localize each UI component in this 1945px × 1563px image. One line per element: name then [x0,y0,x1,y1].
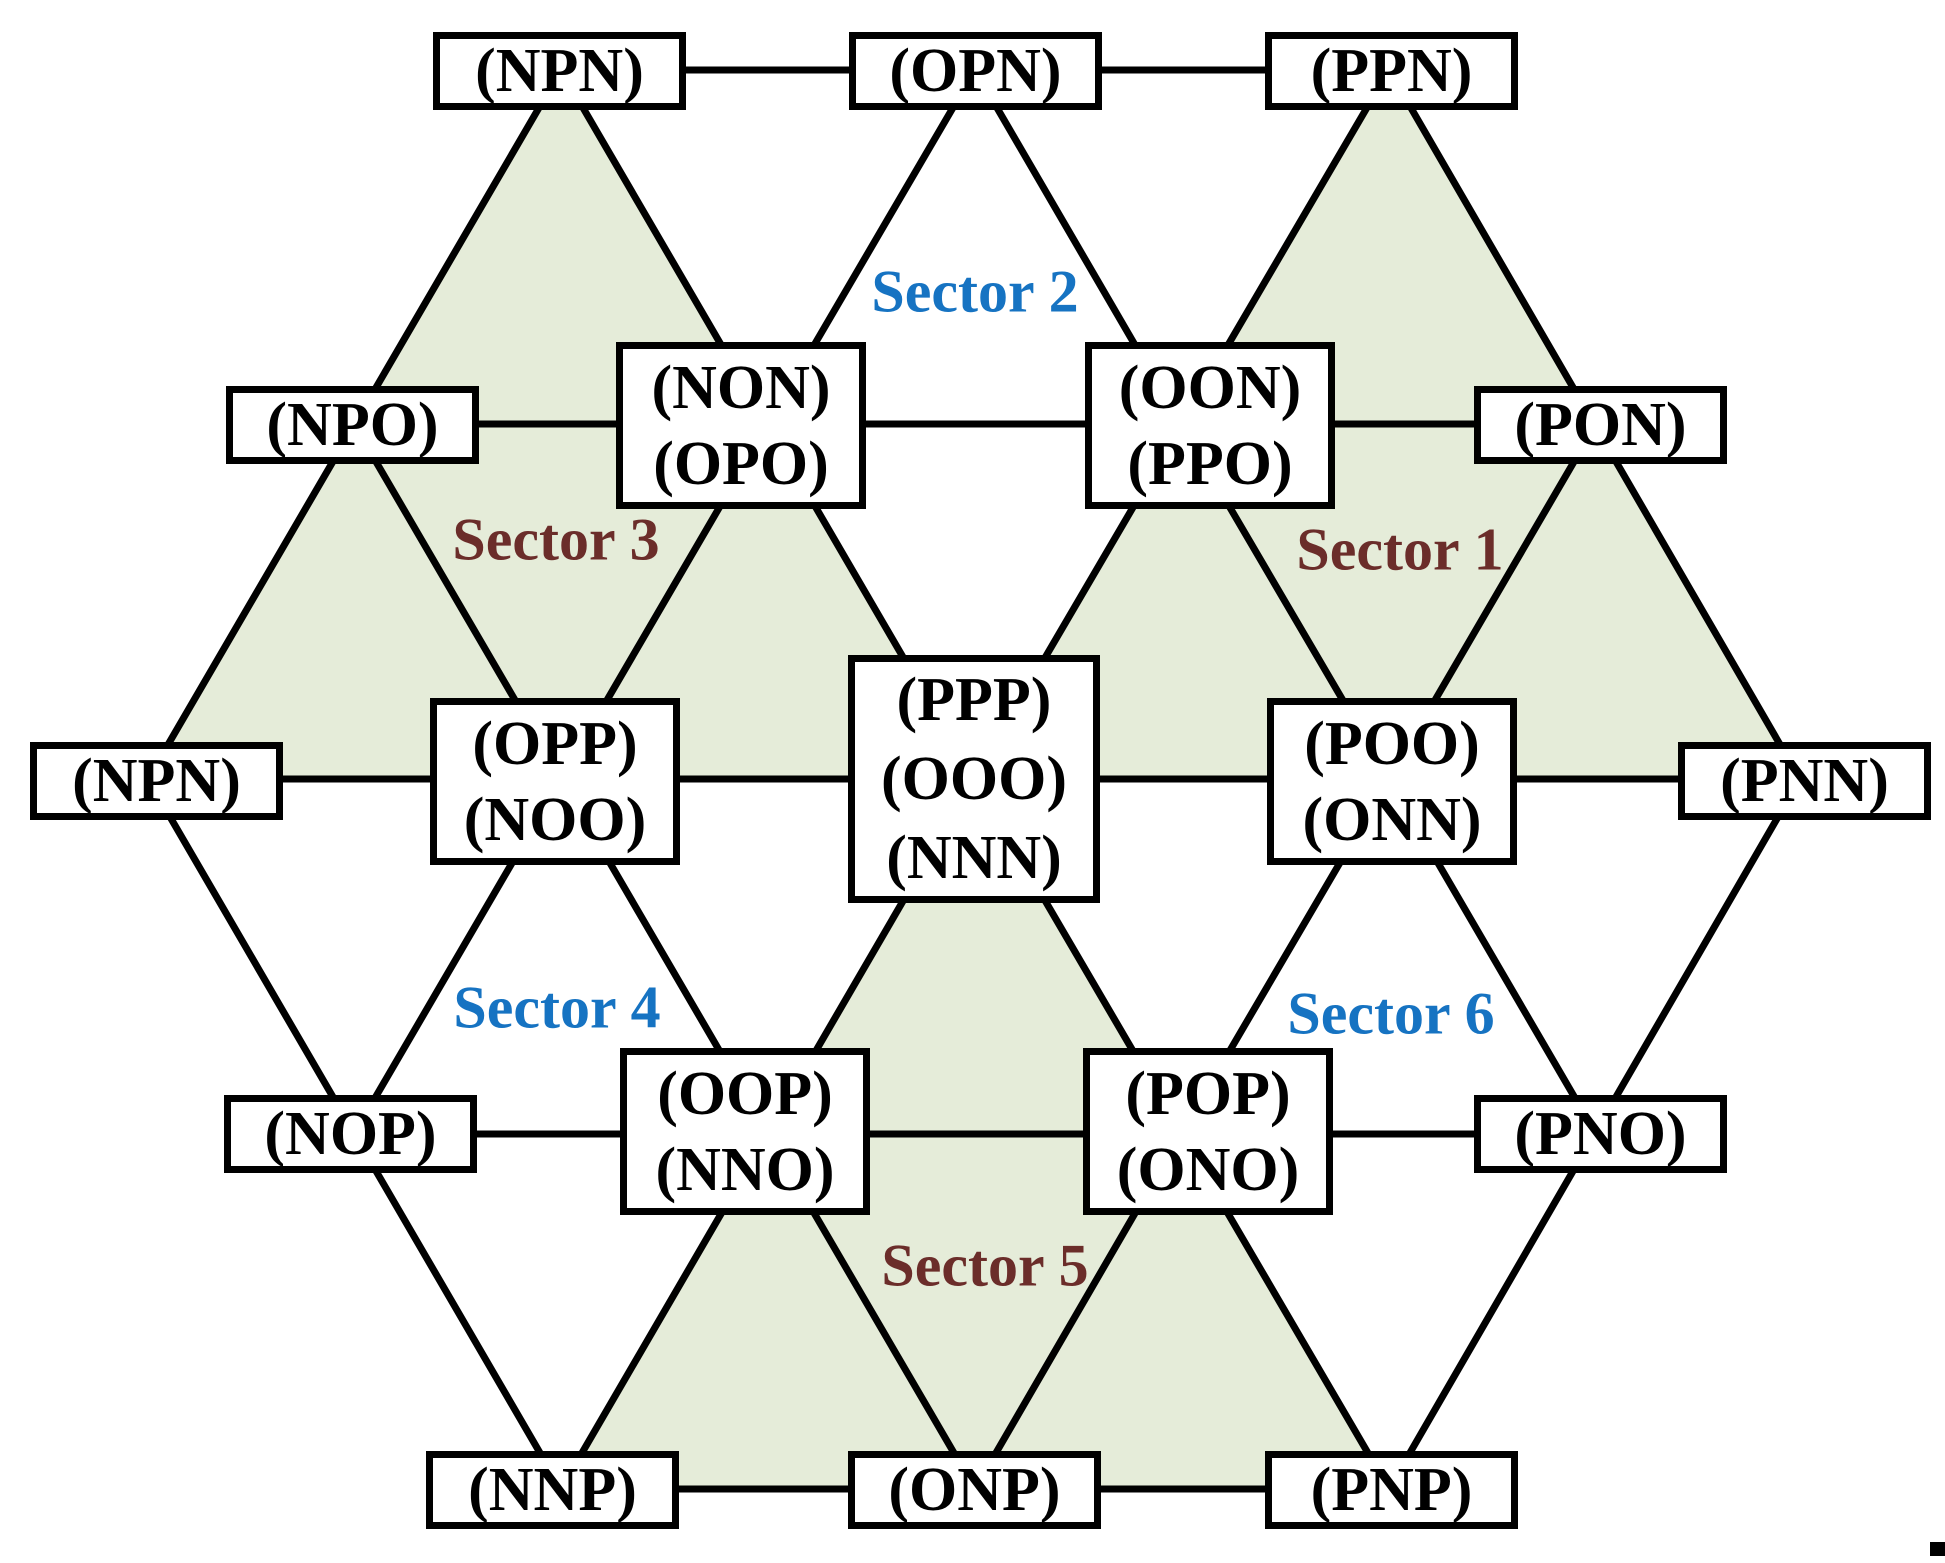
node-pnn: (PNN) [1678,742,1931,820]
node-label: (POO) [1304,709,1480,778]
node-label: (PNN) [1720,747,1889,815]
node-label: (NPN) [475,37,644,105]
edge-artifact [1930,1542,1945,1556]
node-label: (ONP) [888,1456,1061,1524]
node-label: (NPN) [72,747,241,815]
node-label: (PPN) [1310,37,1473,105]
node-nop: (NOP) [224,1095,477,1173]
node-pon: (PON) [1474,386,1727,464]
node-label: (PNP) [1310,1456,1473,1524]
node-npo: (NPO) [226,386,479,464]
sector-6-label: Sector 6 [1287,980,1495,1047]
node-non-opo: (NON) (OPO) [616,342,866,509]
node-center-ppp-ooo-nnn: (PPP) (OOO) (NNN) [848,655,1100,903]
node-oop-nno: (OOP) (NNO) [620,1048,870,1215]
node-label: (OPO) [653,429,829,498]
node-label: (PPP) [896,665,1052,734]
node-label: (OPN) [889,37,1062,105]
sector-2-label: Sector 2 [871,258,1079,325]
node-npn-left: (NPN) [30,742,283,820]
node-label: (PPO) [1127,429,1293,498]
node-label: (NOP) [264,1100,437,1168]
node-pnp: (PNP) [1265,1451,1518,1529]
node-label: (ONN) [1302,785,1482,854]
node-label: (NNO) [655,1135,835,1204]
node-label: (OOP) [657,1059,833,1128]
node-label: (PON) [1514,391,1687,459]
sector-4-label: Sector 4 [453,974,661,1041]
node-label: (OOO) [881,744,1067,813]
node-label: (NPO) [266,391,439,459]
node-label: (POP) [1125,1059,1291,1128]
node-label: (ONO) [1116,1135,1300,1204]
node-nnp: (NNP) [426,1451,679,1529]
node-oon-ppo: (OON) (PPO) [1085,342,1335,509]
sector-5-label: Sector 5 [881,1232,1089,1299]
node-label: (NON) [651,353,831,422]
node-npn-top: (NPN) [433,32,686,110]
node-ppn: (PPN) [1265,32,1518,110]
node-label: (PNO) [1514,1100,1687,1168]
node-label: (OPP) [472,709,638,778]
node-label: (OON) [1118,353,1302,422]
node-label: (NNN) [886,823,1062,892]
sector-1-label: Sector 1 [1296,516,1504,583]
node-opn: (OPN) [849,32,1102,110]
node-opp-noo: (OPP) (NOO) [430,698,680,865]
node-onp: (ONP) [848,1451,1101,1529]
node-pop-ono: (POP) (ONO) [1083,1048,1333,1215]
node-pno: (PNO) [1474,1095,1727,1173]
node-poo-onn: (POO) (ONN) [1267,698,1517,865]
sector-3-label: Sector 3 [452,506,660,573]
node-label: (NNP) [468,1456,637,1524]
node-label: (NOO) [463,785,647,854]
